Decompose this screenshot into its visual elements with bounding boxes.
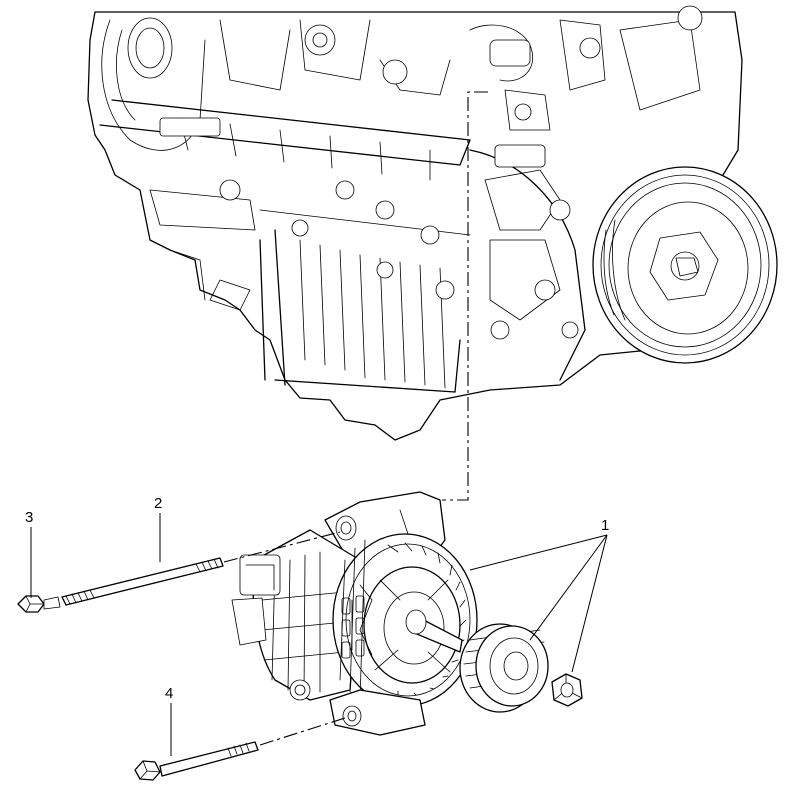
- alternator-icon: [231, 491, 478, 736]
- callout-1: 1: [601, 517, 609, 534]
- callout-2: 2: [154, 495, 162, 512]
- pulley-icon: [459, 623, 549, 713]
- callout-leaders: [30, 513, 608, 756]
- alignment-line-engine-to-generator: [442, 91, 488, 501]
- stud-bolt-icon: [61, 531, 341, 606]
- hex-bolt-icon: [134, 717, 346, 781]
- engine-block-icon: [87, 5, 778, 441]
- hex-nut-icon: [17, 595, 61, 613]
- callout-3: 3: [25, 509, 33, 526]
- callout-4: 4: [165, 685, 173, 702]
- hex-nut-icon: [551, 673, 583, 707]
